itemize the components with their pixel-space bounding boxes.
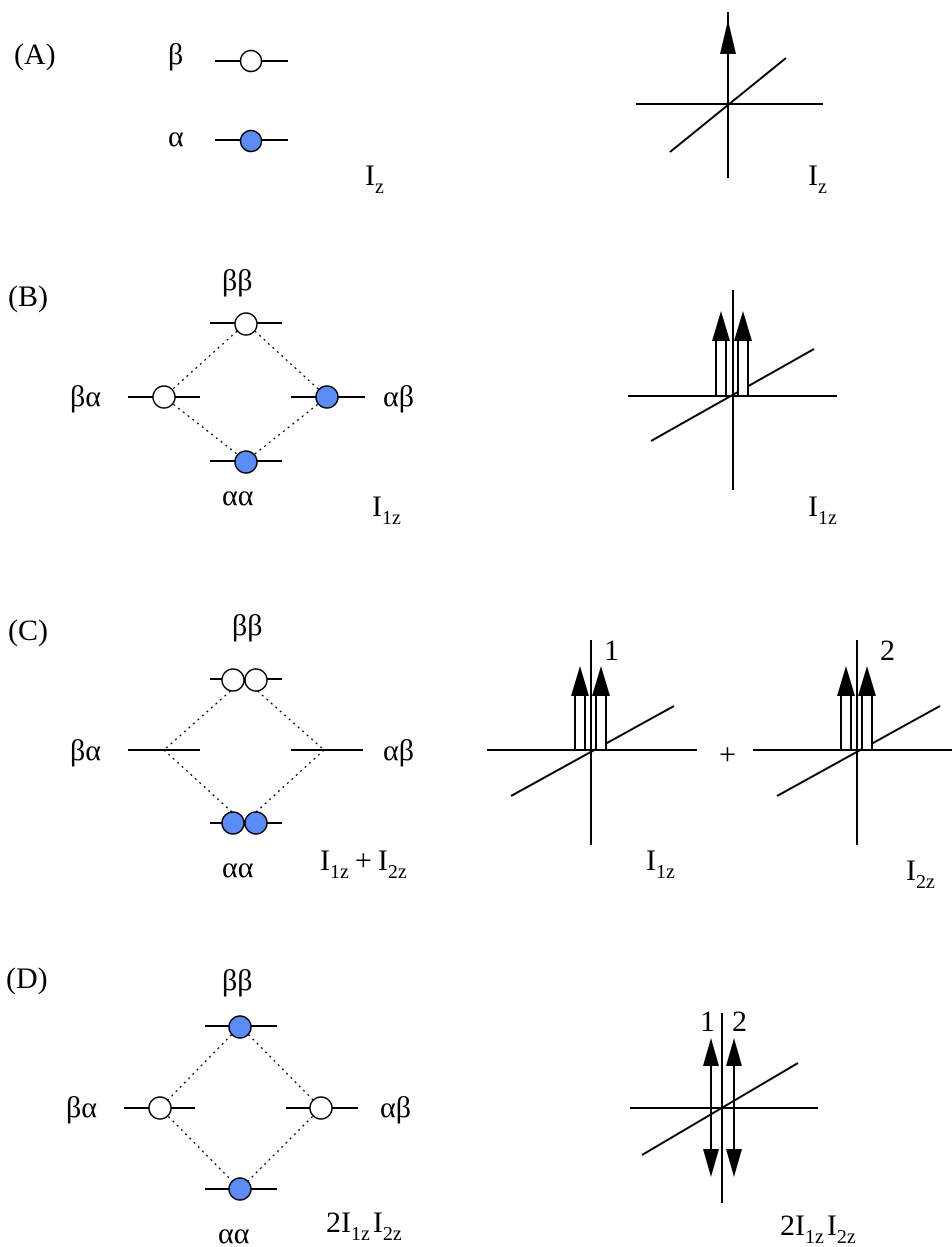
arrowhead-up (858, 666, 876, 696)
panel-a-vector-axes (636, 12, 823, 178)
y-axis (776, 705, 941, 797)
vector-shaft (840, 694, 852, 751)
transition-line (239, 1107, 322, 1190)
arrowhead-up (592, 666, 610, 696)
panel-c-vector-2-axes (753, 640, 952, 845)
transition-line (163, 396, 247, 462)
y-axis (650, 348, 815, 442)
vector-shaft (861, 694, 873, 751)
arrowhead-down (703, 1149, 719, 1177)
ab-empty-population (309, 1096, 333, 1120)
panel-d-vector-axes (630, 1013, 818, 1203)
arrowhead-up (703, 1038, 719, 1066)
vector-1-tag: 1 (700, 1005, 715, 1038)
vector-1-operator: I1z (646, 844, 675, 883)
level-ba-label: βα (70, 380, 101, 413)
level-bb-label: ββ (222, 264, 253, 297)
level-ba-label: βα (66, 1091, 97, 1124)
vector-2-operator: I2z (906, 854, 935, 893)
transition-line (159, 1025, 241, 1109)
ba-empty-population (148, 1096, 172, 1120)
vector-shaft (595, 694, 607, 751)
transition-line (239, 1025, 322, 1109)
level-aa-label: αα (222, 479, 254, 512)
vector-1-shaft (715, 339, 727, 397)
arrowhead-up (837, 666, 855, 696)
level-ab-label: αβ (380, 1091, 411, 1124)
plus-sign: + (719, 738, 736, 771)
bb-empty-population (244, 668, 268, 692)
level-ab-label: αβ (383, 380, 414, 413)
panel-b-vector-axes (628, 290, 837, 490)
level-aa-label: αα (218, 1217, 250, 1247)
transition-line (163, 322, 247, 398)
level-aa-label: αα (222, 851, 254, 884)
vector-2-tag: 2 (880, 634, 895, 667)
alpha-level-label: α (168, 120, 184, 153)
panel-b-vector-operator: I1z (808, 490, 837, 529)
panel-a: (A) β α Iz Iz (14, 12, 827, 198)
bb-filled-population (228, 1015, 252, 1039)
panel-b-label: (B) (8, 280, 48, 313)
y-axis (669, 57, 787, 153)
transition-line (245, 396, 328, 462)
transition-line (243, 749, 325, 824)
arrowhead-up (720, 20, 736, 54)
bb-empty-population (234, 312, 258, 336)
panel-a-operator: Iz (365, 159, 384, 198)
arrowhead-up (734, 311, 752, 341)
level-bb-label: ββ (222, 964, 253, 997)
y-axis (641, 1062, 799, 1156)
arrowhead-up (712, 311, 730, 341)
transition-line (163, 749, 245, 824)
aa-filled-population (244, 811, 268, 835)
level-bb-label: ββ (232, 609, 263, 642)
alpha-filled-population (239, 129, 263, 153)
level-ab-label: αβ (383, 734, 414, 767)
beta-empty-population (239, 49, 263, 73)
panel-c-vector-1-axes (487, 640, 697, 845)
panel-b-operator: I1z (372, 490, 401, 529)
vector-2-shaft (737, 339, 749, 397)
panel-c-operator: I1z+I2z (320, 844, 407, 883)
vector-2-tag: 2 (732, 1005, 747, 1038)
arrowhead-up (726, 1038, 742, 1066)
level-ba-label: βα (70, 734, 101, 767)
aa-filled-population (221, 811, 245, 835)
panel-c: (C) ββ βα αβ αα I1z+I2z 1 I1z + (8, 609, 952, 893)
panel-a-label: (A) (14, 38, 56, 71)
transition-line (159, 1107, 241, 1190)
arrowhead-up (571, 666, 589, 696)
arrowhead-down (726, 1149, 742, 1177)
aa-filled-population (228, 1177, 252, 1201)
vector-1-tag: 1 (604, 634, 619, 667)
panel-a-vector-operator: Iz (808, 159, 827, 198)
panel-b: (B) ββ βα αβ αα I1z I1z (8, 264, 837, 529)
beta-level-label: β (168, 38, 183, 71)
vector-shaft (574, 694, 586, 751)
ba-empty-population (152, 385, 176, 409)
bb-empty-population (221, 668, 245, 692)
y-axis (510, 705, 675, 797)
panel-c-label: (C) (8, 614, 48, 647)
aa-filled-population (234, 450, 258, 474)
transition-line (245, 322, 328, 398)
ab-filled-population (315, 385, 339, 409)
panel-d-label: (D) (6, 962, 48, 995)
